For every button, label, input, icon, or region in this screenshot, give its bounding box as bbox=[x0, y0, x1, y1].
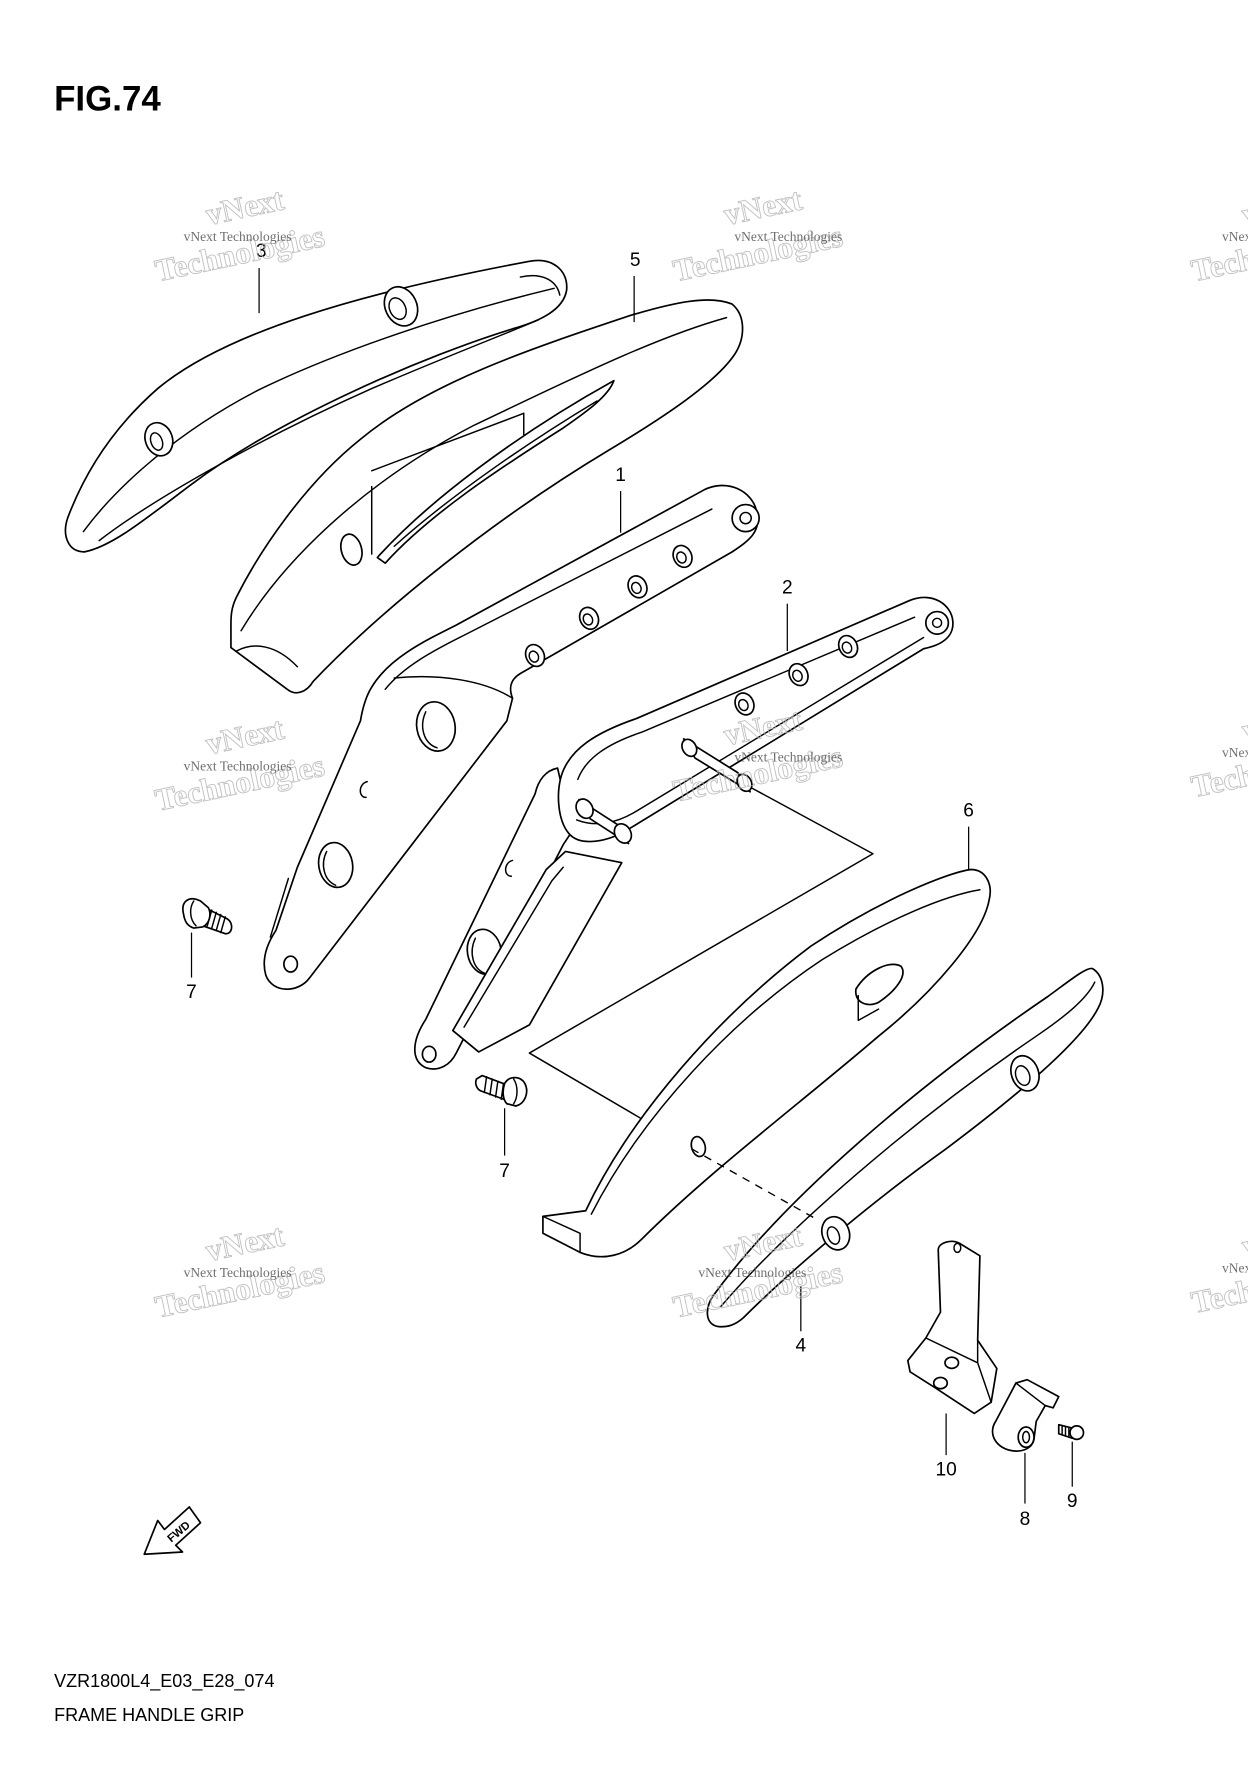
callout-part-8: 8 bbox=[1020, 1509, 1031, 1530]
callout-part-1: 1 bbox=[615, 465, 626, 486]
callout-part-2: 2 bbox=[782, 578, 793, 599]
callout-part-9: 9 bbox=[1067, 1491, 1078, 1512]
svg-text:vNext: vNext bbox=[203, 711, 288, 762]
part-4-drawing bbox=[706, 967, 1104, 1328]
svg-text:vNext: vNext bbox=[1239, 181, 1248, 232]
callout-part-5: 5 bbox=[630, 250, 641, 271]
watermark: vNext Technologies vNext Technologies bbox=[151, 1217, 328, 1325]
svg-text:vNext Technologies: vNext Technologies bbox=[1222, 1261, 1248, 1276]
part-6-drawing bbox=[542, 868, 991, 1258]
callout-part-4: 4 bbox=[796, 1336, 807, 1357]
part-10-bracket-drawing bbox=[906, 1240, 998, 1415]
drawing-code: VZR1800L4_E03_E28_074 bbox=[54, 1671, 274, 1692]
svg-text:vNext: vNext bbox=[203, 181, 288, 232]
callout-part-10: 10 bbox=[935, 1459, 956, 1480]
watermark: vNext Technologies vNext Technologies bbox=[670, 181, 847, 289]
watermark: vNext Technologies vNext Technologies bbox=[1188, 1213, 1248, 1321]
fwd-arrow-icon: FWD bbox=[143, 1506, 202, 1556]
drawing-caption: FRAME HANDLE GRIP bbox=[54, 1705, 244, 1725]
part-5-drawing bbox=[230, 299, 744, 694]
svg-text:vNext Technologies: vNext Technologies bbox=[1222, 229, 1248, 244]
svg-text:vNext: vNext bbox=[1239, 1213, 1248, 1264]
callouts: 3 5 1 2 6 7 7 4 10 8 9 bbox=[186, 241, 1077, 1530]
svg-text:vNext: vNext bbox=[203, 1218, 288, 1269]
svg-text:vNext Technologies: vNext Technologies bbox=[184, 1265, 292, 1280]
callout-part-7-left: 7 bbox=[186, 982, 197, 1003]
svg-text:vNext Technologies: vNext Technologies bbox=[734, 749, 842, 764]
watermark: vNext Technologies vNext Technologies bbox=[1188, 697, 1248, 805]
assembly-hidden-line bbox=[691, 1148, 816, 1220]
part-8-clamp-drawing bbox=[991, 1378, 1060, 1452]
part-3-drawing bbox=[64, 259, 568, 553]
part-7-bolt-left-drawing bbox=[182, 898, 233, 935]
watermark: vNext Technologies vNext Technologies bbox=[151, 710, 328, 818]
part-9-screw-drawing bbox=[1057, 1423, 1085, 1441]
callout-part-3: 3 bbox=[256, 241, 267, 262]
callout-part-6: 6 bbox=[963, 801, 974, 822]
svg-text:vNext Technologies: vNext Technologies bbox=[698, 1265, 806, 1280]
svg-text:vNext Technologies: vNext Technologies bbox=[1222, 745, 1248, 760]
watermark: vNext Technologies vNext Technologies bbox=[151, 181, 328, 289]
part-2-drawing bbox=[413, 596, 954, 1070]
part-1-drawing bbox=[263, 484, 760, 990]
callout-part-7-center: 7 bbox=[499, 1161, 510, 1182]
svg-text:vNext Technologies: vNext Technologies bbox=[184, 229, 292, 244]
part-7-bolt-center-drawing bbox=[474, 1074, 528, 1107]
svg-text:vNext: vNext bbox=[1239, 697, 1248, 748]
figure-title: FIG.74 bbox=[54, 79, 161, 118]
assembly-guide-line bbox=[528, 787, 874, 1147]
svg-text:vNext Technologies: vNext Technologies bbox=[184, 758, 292, 773]
svg-text:vNext: vNext bbox=[721, 181, 806, 232]
svg-text:vNext Technologies: vNext Technologies bbox=[734, 229, 842, 244]
watermark: vNext Technologies vNext Technologies bbox=[1188, 181, 1248, 289]
